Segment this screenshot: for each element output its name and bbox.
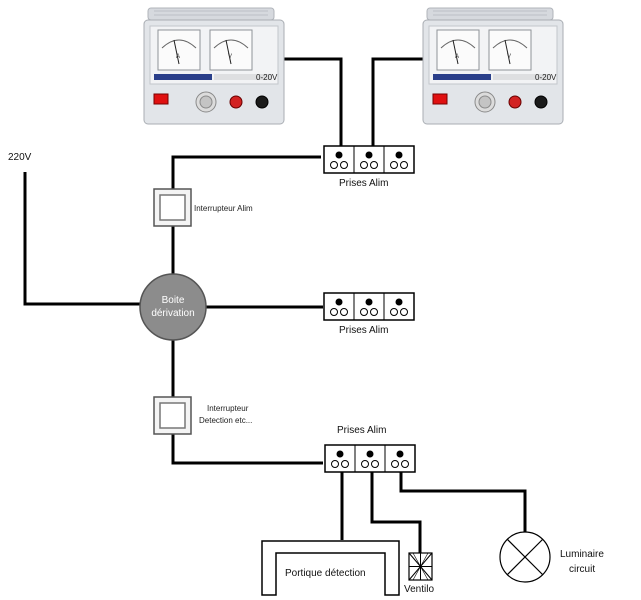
outlet-strip-bottom-label: Prises Alim xyxy=(337,425,386,436)
outlet-strip-icon xyxy=(324,444,416,473)
outlet-strip-icon xyxy=(323,292,415,321)
wire-switch-detection-to-strip xyxy=(171,433,323,465)
luminaire: Luminaire circuit xyxy=(499,531,604,583)
wire-switch-alim-to-strip xyxy=(171,155,321,189)
outlet-strip-top xyxy=(323,145,415,174)
wire-psu-left xyxy=(283,57,343,146)
wall-switch-icon xyxy=(153,396,192,435)
luminaire-label-line1: Luminaire xyxy=(560,549,604,560)
junction-box-label-line1: Boite xyxy=(162,295,185,306)
supply-label: 220V xyxy=(8,152,32,163)
junction-box: Boite dérivation xyxy=(139,273,207,341)
switch-detection xyxy=(153,396,192,435)
wire-psu-right xyxy=(371,57,425,146)
psu-left-meter-v: V xyxy=(228,54,232,60)
wire-to-luminaire xyxy=(399,472,527,532)
power-supply-right: A V 0-20V xyxy=(422,7,564,125)
psu-left-meter-a: A xyxy=(176,54,180,60)
wires xyxy=(23,57,527,553)
psu-right-meter-v: V xyxy=(507,54,511,60)
outlet-strip-bottom xyxy=(324,444,416,473)
switch-detection-label-line1: Interrupteur xyxy=(207,404,249,413)
switch-alim-label: Interrupteur Alim xyxy=(194,204,253,213)
wall-switch-icon xyxy=(153,188,192,227)
portique-frame xyxy=(261,540,400,596)
power-supply-left: A V 0-20V xyxy=(143,7,285,125)
psu-right-model: 0-20V xyxy=(535,73,557,82)
ventilo: Ventilo xyxy=(404,552,434,595)
portique-label: Portique détection xyxy=(285,568,366,579)
outlet-strip-top-label: Prises Alim xyxy=(339,178,388,189)
wire-to-ventilo xyxy=(370,472,422,553)
portique-detection: Portique détection xyxy=(261,540,400,596)
psu-left-model: 0-20V xyxy=(256,73,278,82)
outlet-strip-middle-label: Prises Alim xyxy=(339,325,388,336)
ventilo-label: Ventilo xyxy=(404,584,434,595)
luminaire-label-line2: circuit xyxy=(569,564,595,575)
outlet-strip-middle xyxy=(323,292,415,321)
lamp-icon xyxy=(499,531,551,583)
junction-box-icon xyxy=(139,273,207,341)
switch-alim xyxy=(153,188,192,227)
fan-icon xyxy=(408,552,433,581)
outlet-strip-icon xyxy=(323,145,415,174)
switch-detection-label-line2: Detection etc... xyxy=(199,416,252,425)
power-supply-icon xyxy=(422,7,564,125)
psu-right-meter-a: A xyxy=(455,54,459,60)
junction-box-label-line2: dérivation xyxy=(151,308,194,319)
power-supply-icon xyxy=(143,7,285,125)
wire-supply xyxy=(23,172,140,306)
